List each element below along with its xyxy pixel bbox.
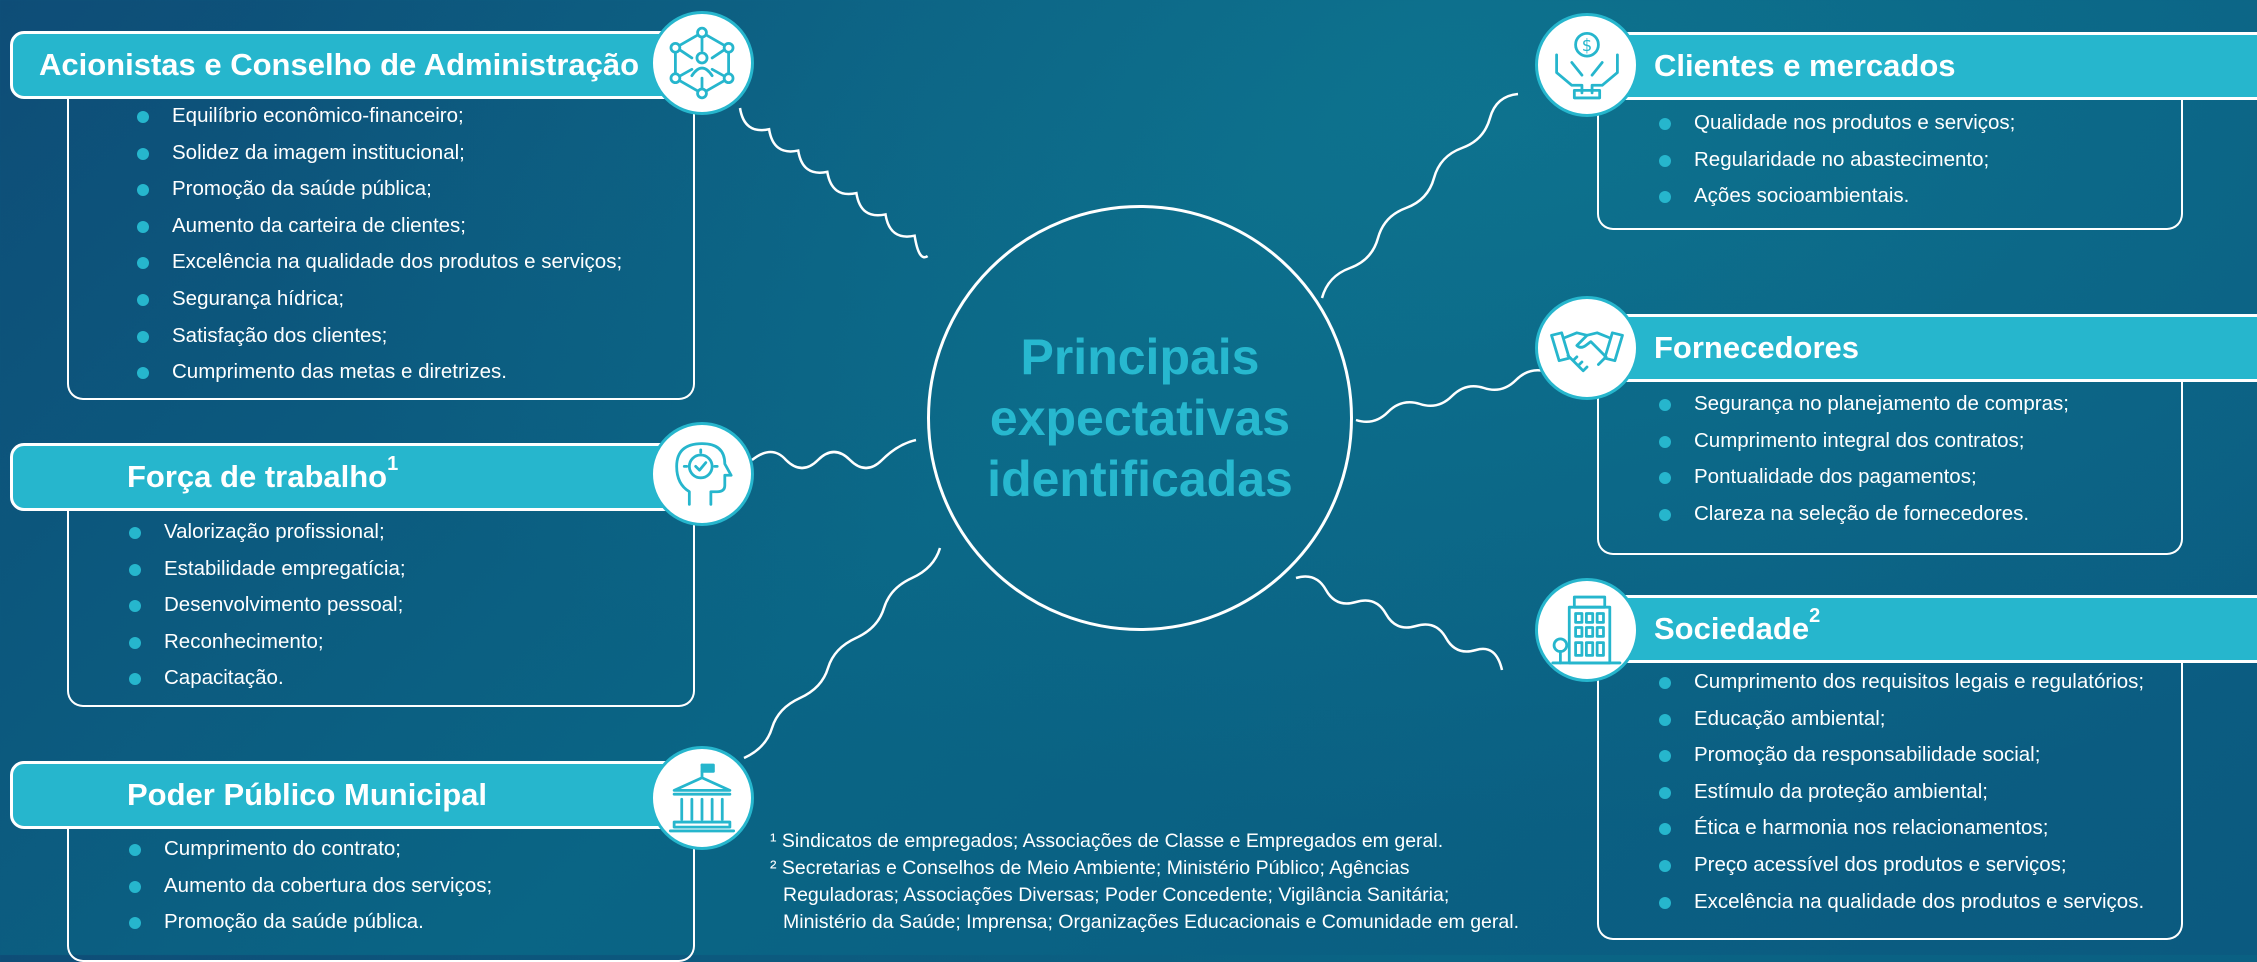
list-item: Excelência na qualidade dos produtos e s…	[1657, 884, 2144, 921]
handshake-icon	[1535, 296, 1639, 400]
sociedade-list: Cumprimento dos requisitos legais e regu…	[1657, 664, 2144, 920]
network-people-icon	[650, 11, 754, 115]
head-check-icon	[650, 422, 754, 526]
center-circle: Principais expectativas identificadas	[927, 205, 1353, 631]
list-item: Cumprimento das metas e diretrizes.	[135, 354, 622, 391]
list-item: Valorização profissional;	[127, 514, 406, 551]
center-title: Principais expectativas identificadas	[987, 328, 1293, 507]
connector-acionistas	[738, 107, 929, 259]
acionistas-title: Acionistas e Conselho de Administração	[39, 47, 640, 82]
government-building-icon	[650, 746, 754, 850]
fornecedores-title: Fornecedores	[1654, 330, 1860, 365]
acionistas-header: Acionistas e Conselho de Administração	[10, 31, 675, 99]
sociedade-card: Cumprimento dos requisitos legais e regu…	[1597, 662, 2183, 940]
list-item: Cumprimento dos requisitos legais e regu…	[1657, 664, 2144, 701]
list-item: Equilíbrio econômico-financeiro;	[135, 98, 622, 135]
footnote-2: ² Secretarias e Conselhos de Meio Ambien…	[770, 857, 1410, 879]
list-item: Aumento da carteira de clientes;	[135, 208, 622, 245]
forca-list: Valorização profissional; Estabilidade e…	[127, 514, 406, 697]
forca-title: Força de trabalho1	[127, 453, 399, 494]
sociedade-title: Sociedade2	[1654, 605, 1821, 646]
acionistas-list: Equilíbrio econômico-financeiro; Solidez…	[135, 98, 622, 391]
list-item: Regularidade no abastecimento;	[1657, 142, 2015, 179]
hands-coin-icon: $	[1535, 13, 1639, 117]
forca-card: Valorização profissional; Estabilidade e…	[67, 508, 695, 707]
fornecedores-header: Fornecedores	[1615, 314, 2257, 382]
list-item: Solidez da imagem institucional;	[135, 135, 622, 172]
footnote-1: ¹ Sindicatos de empregados; Associações …	[770, 830, 1444, 852]
poder-list: Cumprimento do contrato; Aumento da cobe…	[127, 831, 492, 941]
clientes-card: Qualidade nos produtos e serviços; Regul…	[1597, 98, 2183, 230]
list-item: Clareza na seleção de fornecedores.	[1657, 496, 2069, 533]
connector-poder	[743, 547, 942, 760]
fornecedores-card: Segurança no planejamento de compras; Cu…	[1597, 381, 2183, 555]
list-item: Cumprimento integral dos contratos;	[1657, 423, 2069, 460]
poder-header: Poder Público Municipal	[10, 761, 675, 829]
connector-clientes	[1320, 92, 1519, 299]
list-item: Satisfação dos clientes;	[135, 318, 622, 355]
city-building-icon	[1535, 578, 1639, 682]
fornecedores-list: Segurança no planejamento de compras; Cu…	[1657, 386, 2069, 532]
poder-title: Poder Público Municipal	[127, 777, 487, 812]
footnote-2-line-2: Reguladoras; Associações Diversas; Poder…	[783, 884, 1450, 906]
list-item: Qualidade nos produtos e serviços;	[1657, 105, 2015, 142]
connector-sociedade	[1295, 575, 1504, 671]
footnote-marker: 1	[387, 453, 399, 475]
footnotes: ¹ Sindicatos de empregados; Associações …	[770, 828, 1519, 936]
poder-card: Cumprimento do contrato; Aumento da cobe…	[67, 822, 695, 962]
list-item: Reconhecimento;	[127, 624, 406, 661]
list-item: Preço acessível dos produtos e serviços;	[1657, 847, 2144, 884]
list-item: Capacitação.	[127, 660, 406, 697]
list-item: Segurança no planejamento de compras;	[1657, 386, 2069, 423]
list-item: Educação ambiental;	[1657, 701, 2144, 738]
list-item: Estímulo da proteção ambiental;	[1657, 774, 2144, 811]
list-item: Pontualidade dos pagamentos;	[1657, 459, 2069, 496]
list-item: Cumprimento do contrato;	[127, 831, 492, 868]
footnote-marker: 2	[1809, 605, 1821, 627]
list-item: Estabilidade empregatícia;	[127, 551, 406, 588]
list-item: Aumento da cobertura dos serviços;	[127, 868, 492, 905]
clientes-list: Qualidade nos produtos e serviços; Regul…	[1657, 105, 2015, 215]
list-item: Ética e harmonia nos relacionamentos;	[1657, 810, 2144, 847]
list-item: Promoção da saúde pública.	[127, 904, 492, 941]
list-item: Promoção da responsabilidade social;	[1657, 737, 2144, 774]
sociedade-header: Sociedade2	[1615, 595, 2257, 663]
svg-text:$: $	[1582, 36, 1592, 55]
forca-header: Força de trabalho1	[10, 443, 675, 511]
list-item: Ações socioambientais.	[1657, 178, 2015, 215]
list-item: Desenvolvimento pessoal;	[127, 587, 406, 624]
acionistas-card: Equilíbrio econômico-financeiro; Solidez…	[67, 98, 695, 400]
connector-forca	[751, 438, 917, 470]
list-item: Excelência na qualidade dos produtos e s…	[135, 244, 622, 281]
clientes-header: Clientes e mercados	[1615, 32, 2257, 100]
clientes-title: Clientes e mercados	[1654, 48, 1956, 83]
footnote-2-line-3: Ministério da Saúde; Imprensa; Organizaç…	[783, 911, 1519, 933]
list-item: Segurança hídrica;	[135, 281, 622, 318]
list-item: Promoção da saúde pública;	[135, 171, 622, 208]
